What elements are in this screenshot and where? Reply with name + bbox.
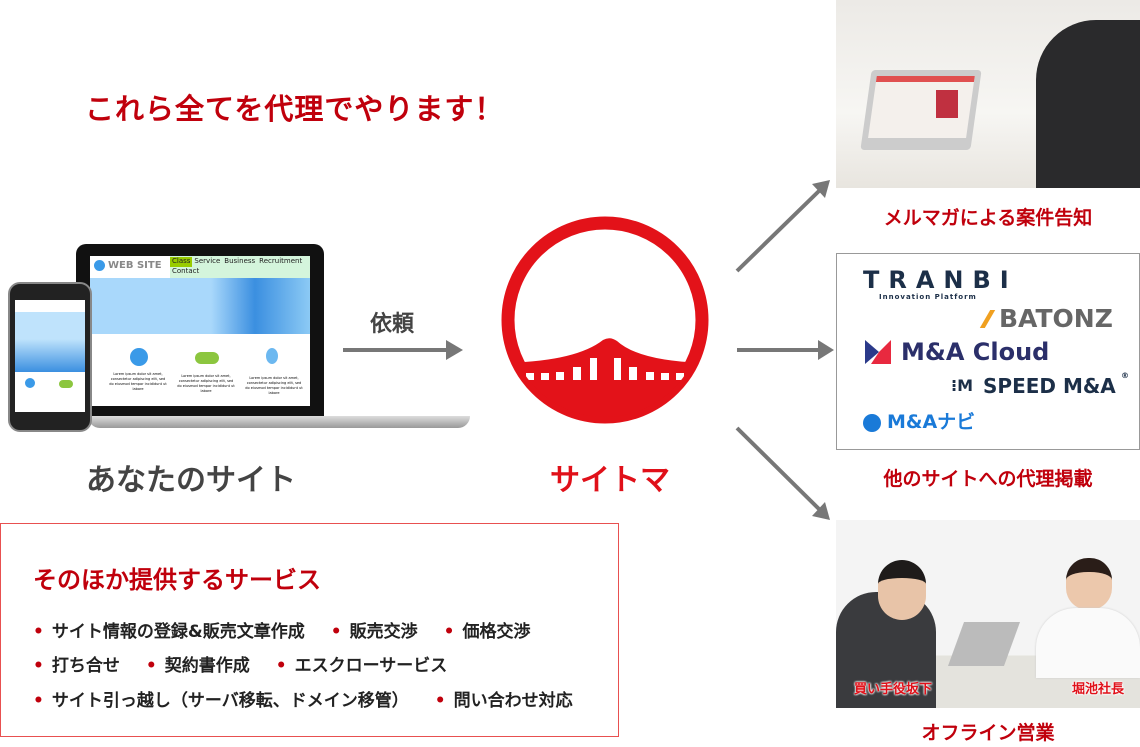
services-row: サイト引っ越し（サーバ移転、ドメイン移管） 問い合わせ対応 <box>33 686 599 711</box>
globe-icon <box>94 260 105 271</box>
president-person-image <box>1036 608 1140 678</box>
mockup-hero <box>90 278 310 334</box>
arrowhead <box>818 340 834 360</box>
buyer-role-tag: 買い手役坂下 <box>854 682 933 697</box>
logo-tranbi-sub: Innovation Platform <box>879 293 977 301</box>
listing-caption: 他のサイトへの代理掲載 <box>883 468 1093 490</box>
globe-icon <box>25 378 35 388</box>
red-panel <box>936 90 958 118</box>
president-head <box>1066 558 1112 610</box>
registered-mark: ® <box>1121 371 1129 380</box>
globe-icon <box>130 348 148 366</box>
speed-mna-mark-icon: ⁝M <box>951 376 973 395</box>
lightbulb-icon <box>266 348 278 364</box>
laptop-base <box>88 416 470 428</box>
mockup-text: Lorem ipsum dolor sit amet, consectetur … <box>109 372 167 391</box>
phone-screen <box>15 300 85 412</box>
arrowhead <box>812 502 830 520</box>
mockup-nav-item: Contact <box>172 267 200 275</box>
service-item: サイト引っ越し（サーバ移転、ドメイン移管） <box>33 686 409 711</box>
service-item: 販売交渉 <box>331 617 418 642</box>
services-row: サイト情報の登録&販売文章作成 販売交渉 価格交渉 <box>33 617 556 642</box>
mockup-nav-item: Class <box>170 257 193 267</box>
laptop: WEB SITE Class Service Business Recruitm… <box>76 244 324 416</box>
mockup-text: Lorem ipsum dolor sit amet, consectetur … <box>177 374 235 393</box>
logo-mna-navi: M&Aナビ <box>887 411 976 433</box>
logo-speed-mna: SPEED M&A <box>983 374 1116 398</box>
person-image <box>1036 20 1140 188</box>
request-arrowhead <box>446 340 463 360</box>
cloud-icon <box>59 380 73 388</box>
your-site-label: あなたのサイト <box>86 463 296 498</box>
service-item: 契約書作成 <box>146 651 250 676</box>
service-item: 価格交渉 <box>444 617 530 642</box>
phone-hero <box>15 312 85 372</box>
saitoma-logo <box>501 216 709 424</box>
mockup-nav-item: Business <box>224 257 256 266</box>
services-title: そのほか提供するサービス <box>33 566 321 594</box>
cloud-icon <box>195 352 219 364</box>
logo-batonz: BATONZ <box>999 304 1113 333</box>
offline-caption: オフライン営業 <box>921 722 1055 744</box>
service-item: 打ち合せ <box>33 651 120 676</box>
laptop-screen: WEB SITE Class Service Business Recruitm… <box>90 256 310 406</box>
mockup-nav: Class Service Business Recruitment Conta… <box>170 256 310 278</box>
arrow-to-newsletter <box>735 188 822 273</box>
other-services-box: そのほか提供するサービス サイト情報の登録&販売文章作成 販売交渉 価格交渉 打ち合… <box>0 523 619 737</box>
smartphone <box>8 282 92 432</box>
logo-tranbi: TRANBI <box>863 266 1018 294</box>
buyer-head <box>878 560 926 620</box>
laptop-image <box>860 70 982 150</box>
service-item: 問い合わせ対応 <box>435 686 573 711</box>
batonz-mark-icon <box>979 310 996 328</box>
mockup-text: Lorem ipsum dolor sit amet, consectetur … <box>245 376 303 395</box>
arrowhead <box>812 180 830 198</box>
service-item: エスクローサービス <box>276 651 448 676</box>
mockup-title: WEB SITE <box>108 260 162 271</box>
president-tag: 堀池社長 <box>1072 682 1125 697</box>
request-label: 依頼 <box>370 312 415 337</box>
mockup-nav-item: Recruitment <box>259 257 303 266</box>
meeting-laptop-image <box>947 622 1021 666</box>
service-item: サイト情報の登録&販売文章作成 <box>33 617 305 642</box>
mockup-nav-item: Service <box>194 257 221 266</box>
partner-sites-box: TRANBI Innovation Platform BATONZ M&A Cl… <box>836 253 1140 450</box>
newsletter-photo <box>836 0 1140 188</box>
arrow-to-offline <box>735 426 822 512</box>
services-row: 打ち合せ 契約書作成 エスクローサービス <box>33 651 473 676</box>
saitoma-label: サイトマ <box>550 463 670 498</box>
mna-navi-mark-icon <box>863 414 881 432</box>
newsletter-caption: メルマガによる案件告知 <box>883 207 1093 229</box>
logo-mna-cloud: M&A Cloud <box>901 338 1050 366</box>
headline: これら全てを代理でやります！ <box>85 92 505 126</box>
mna-cloud-mark-icon <box>865 340 891 364</box>
offline-meeting-photo: 買い手役坂下 堀池社長 <box>836 520 1140 708</box>
devices-illustration: WEB SITE Class Service Business Recruitm… <box>0 240 470 440</box>
